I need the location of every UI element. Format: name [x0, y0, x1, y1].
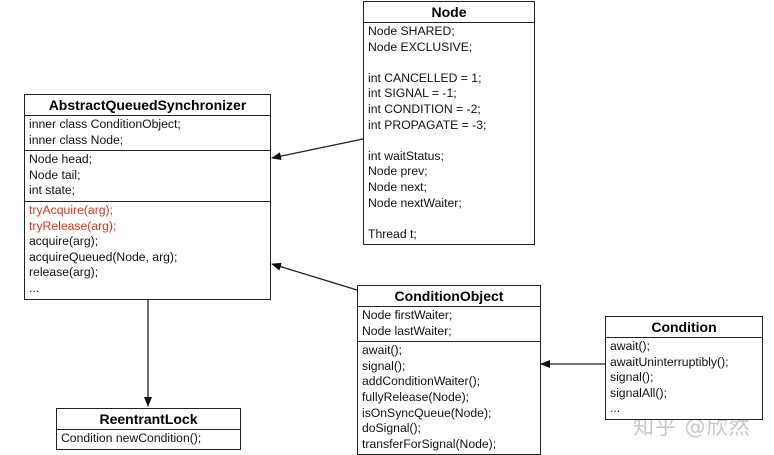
class-member: ... — [610, 401, 621, 416]
class-member: Node tail; — [29, 167, 81, 182]
class-member: Node head; — [29, 152, 93, 167]
class-member: tryAcquire(arg); — [29, 202, 113, 217]
class-title: ConditionObject — [358, 286, 540, 307]
class-section: Node SHARED;Node EXCLUSIVE; int CANCELLED… — [364, 23, 534, 244]
arrow-condition-object-to-aqs — [271, 262, 358, 291]
class-member: acquireQueued(Node, arg); — [29, 249, 178, 264]
class-section: Condition newCondition(); — [57, 430, 240, 449]
class-member: int PROPAGATE = -3; — [368, 117, 487, 132]
class-member: release(arg); — [29, 265, 99, 280]
class-member — [368, 55, 530, 71]
class-member: int state; — [29, 183, 76, 198]
class-member: Thread t; — [368, 226, 417, 241]
class-member: tryRelease(arg); — [29, 218, 117, 233]
class-member: acquire(arg); — [29, 234, 99, 249]
class-title: Node — [364, 2, 534, 23]
class-member: Node EXCLUSIVE; — [368, 39, 473, 54]
class-title: Condition — [606, 317, 762, 338]
class-member: Node firstWaiter; — [362, 308, 453, 322]
class-member: Node SHARED; — [368, 24, 455, 38]
class-section: tryAcquire(arg);tryRelease(arg);acquire(… — [25, 202, 270, 299]
class-member: int CONDITION = -2; — [368, 101, 481, 116]
class-member: awaitUninterruptibly(); — [610, 354, 729, 369]
class-title: ReentrantLock — [57, 409, 240, 430]
class-member — [368, 133, 530, 149]
class-title: AbstractQueuedSynchronizer — [25, 95, 270, 116]
class-section: await();signal();addConditionWaiter();fu… — [358, 342, 540, 454]
class-member: doSignal(); — [362, 421, 421, 436]
class-member: signal(); — [610, 370, 654, 385]
class-member: inner class Node; — [29, 132, 124, 147]
class-member: Node next; — [368, 179, 427, 194]
class-member: isOnSyncQueue(Node); — [362, 405, 492, 420]
class-member: Node lastWaiter; — [362, 323, 452, 338]
class-section: Node head;Node tail;int state; — [25, 151, 270, 202]
class-member: addConditionWaiter(); — [362, 374, 481, 389]
class-section: await();awaitUninterruptibly();signal();… — [606, 338, 762, 419]
class-member — [368, 211, 530, 227]
class-member: transferForSignal(Node); — [362, 436, 497, 451]
class-member: Condition newCondition(); — [61, 431, 202, 445]
class-member: inner class ConditionObject; — [29, 117, 181, 131]
class-member: int CANCELLED = 1; — [368, 70, 482, 85]
class-member: int waitStatus; — [368, 148, 444, 163]
class-section: Node firstWaiter;Node lastWaiter; — [358, 307, 540, 343]
class-member: Node prev; — [368, 164, 428, 179]
class-member: int SIGNAL = -1; — [368, 86, 457, 101]
arrow-node-to-aqs — [271, 138, 364, 161]
class-member: ... — [29, 280, 40, 295]
class-member: Node nextWaiter; — [368, 195, 462, 210]
class-section: inner class ConditionObject;inner class … — [25, 116, 270, 152]
class-member: await(); — [610, 339, 650, 353]
class-member: await(); — [362, 343, 402, 358]
class-member: signalAll(); — [610, 385, 667, 400]
class-member: fullyRelease(Node); — [362, 389, 470, 404]
class-member: signal(); — [362, 358, 406, 373]
